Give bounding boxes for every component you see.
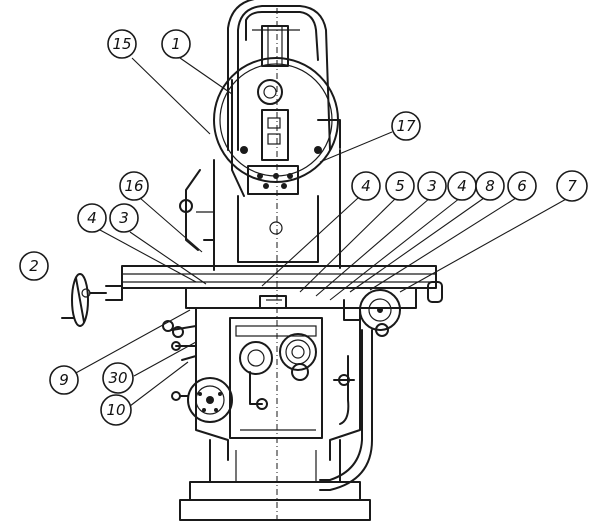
svg-text:3: 3 (119, 209, 129, 227)
leader-1 (179, 57, 233, 95)
machine-base (179, 439, 371, 521)
svg-text:3: 3 (427, 177, 437, 195)
callout-3a: 3 (417, 171, 447, 201)
svg-text:10: 10 (106, 401, 125, 419)
callout-3b: 3 (109, 203, 139, 233)
callout-4a: 4 (351, 171, 381, 201)
leader-8 (349, 197, 485, 293)
svg-text:15: 15 (112, 35, 131, 53)
leader-10 (129, 361, 189, 407)
callouts: 15 1 17 16 4 5 3 4 (19, 29, 588, 426)
svg-text:17: 17 (396, 117, 416, 135)
leader-4a (261, 197, 359, 287)
svg-text:16: 16 (124, 177, 143, 195)
overarm-housing (227, 0, 331, 151)
spindle-head (213, 57, 341, 197)
leader-6 (369, 197, 517, 291)
column-body (179, 149, 341, 271)
svg-text:4: 4 (457, 177, 467, 195)
callout-4b: 4 (447, 171, 477, 201)
machine-drawing (61, 0, 443, 522)
callout-8: 8 (475, 171, 505, 201)
callout-17: 17 (391, 111, 421, 141)
svg-text:6: 6 (517, 177, 527, 195)
callout-30: 30 (102, 362, 134, 394)
svg-text:5: 5 (395, 177, 405, 195)
callout-6: 6 (507, 171, 537, 201)
knee-handwheel (171, 377, 233, 423)
leader-3b (129, 231, 207, 285)
callout-4c: 4 (77, 203, 107, 233)
knee (195, 307, 361, 461)
leader-3a (315, 197, 431, 297)
callout-9: 9 (49, 365, 79, 395)
callout-5: 5 (385, 171, 415, 201)
svg-text:4: 4 (87, 209, 97, 227)
coolant-pipe (319, 329, 373, 491)
callout-1: 1 (161, 29, 191, 59)
leader-lines (73, 57, 569, 407)
leader-4c (99, 229, 197, 283)
callout-15: 15 (107, 29, 137, 59)
callout-16: 16 (119, 171, 149, 201)
work-table (105, 265, 443, 309)
svg-text:2: 2 (29, 257, 39, 275)
callout-7: 7 (556, 170, 588, 202)
svg-text:7: 7 (567, 177, 577, 195)
svg-text:9: 9 (59, 371, 69, 389)
callout-2: 2 (19, 251, 49, 281)
leader-17 (319, 131, 393, 163)
leader-9 (73, 309, 191, 375)
table-handwheel-left (61, 273, 107, 327)
svg-text:30: 30 (108, 369, 127, 387)
leader-5 (299, 197, 397, 293)
leader-16 (139, 197, 203, 253)
leader-4b (329, 197, 461, 301)
leader-15 (131, 57, 211, 135)
svg-text:8: 8 (485, 177, 495, 195)
side-levers (162, 320, 355, 425)
callout-10: 10 (100, 394, 132, 426)
svg-text:1: 1 (171, 35, 181, 53)
leader-7 (399, 197, 569, 293)
svg-text:4: 4 (361, 177, 371, 195)
leader-30 (133, 341, 197, 377)
